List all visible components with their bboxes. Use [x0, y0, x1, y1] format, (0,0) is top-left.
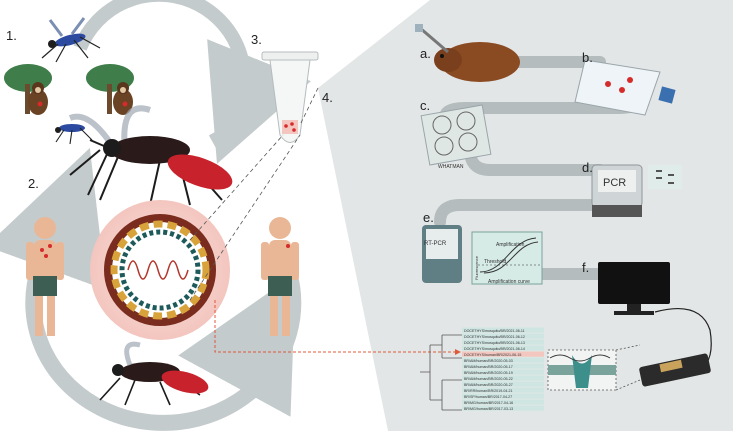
tree-label-bg: [462, 333, 544, 339]
step-1-label: 1.: [6, 28, 17, 43]
tree-label-bg: [462, 327, 544, 333]
tree-label: DOCETHYS/mosquito/BR/2021-06-11: [464, 329, 525, 333]
virus-to-sequence-arrow: [214, 300, 461, 355]
tree-label-bg: [462, 351, 544, 357]
culture-flask-icon: [574, 59, 676, 116]
tree-label: DOCETHYS/mosquito/BR/2021-06-14: [464, 347, 525, 351]
nanopore-sequencer-icon: [639, 353, 711, 387]
mosquito-infected-large-icon: [68, 105, 233, 206]
human-infected-right-icon: [261, 217, 299, 336]
tree-label: BR/MG/human/BR/2017-03-13: [464, 407, 513, 411]
sample-tube-icon: [261, 51, 319, 143]
mosquito-top-icon: [41, 17, 101, 63]
tree-label: BR/AM/human/BR/2020-05-17: [464, 365, 513, 369]
rtpcr-machine-icon: [422, 225, 462, 283]
sylvatic-cycle: [4, 0, 311, 164]
tree-label-list: DOCETHYS/mosquito/BR/2021-06-11DOCETHYS/…: [462, 327, 544, 411]
mosquito-bottom-icon: [55, 124, 93, 145]
rtpcr-label: RT-PCR: [424, 241, 447, 247]
amplification-plot: [471, 231, 543, 285]
tree-label-bg: [462, 393, 544, 399]
tree-label: DOCETHYS/mosquito/BR/2021-06-13: [464, 341, 525, 345]
curve-xlabel: Amplification curve: [488, 279, 530, 285]
pcr-label: PCR: [603, 177, 626, 189]
step-3-label: 3.: [251, 32, 262, 47]
step-a-label: a.: [420, 46, 431, 61]
tree-label-bg: [462, 369, 544, 375]
tree-label: BR/AM/human/BR/2020-05-19: [464, 371, 513, 375]
tree-label-bg: [462, 363, 544, 369]
step-c-label: c.: [420, 98, 430, 113]
tree-label-bg: [462, 405, 544, 411]
mosquito-infected-small-icon: [99, 341, 209, 406]
tree-label-bg: [462, 375, 544, 381]
step-f-label: f.: [582, 260, 589, 275]
step-e-label: e.: [423, 210, 434, 225]
step-4-label: 4.: [322, 90, 333, 105]
step-2-label: 2.: [28, 176, 39, 191]
tree-label: BR/AM/human/BR/2020-05-27: [464, 383, 513, 387]
step-b-label: b.: [582, 50, 593, 65]
projection-lines: [189, 87, 319, 301]
tree-label: BR/RR/human/BR/2019-04-21: [464, 389, 513, 393]
threshold-label: Threshold: [484, 259, 506, 265]
tree-label-bg: [462, 357, 544, 363]
tree-label-bg: [462, 387, 544, 393]
tree-label-bg: [462, 381, 544, 387]
phylogenetic-tree: [420, 334, 462, 411]
tree-label-bg: [462, 339, 544, 345]
tree-label: DOCETHYS/human/BR/2021-06-15: [464, 353, 521, 357]
tree-label: BR/SP/human/BR/2017-04-27: [464, 395, 512, 399]
human-infected-left-icon: [26, 217, 64, 336]
tree-label-bg: [462, 399, 544, 405]
tree-label: BR/AM/human/BR/2020-05-03: [464, 359, 513, 363]
amplification-label: Amplification: [496, 242, 525, 248]
virus-particle-diagram: [90, 200, 230, 340]
tree-label: DOCETHYS/mosquito/BR/2021-06-12: [464, 335, 525, 339]
step-d-label: d.: [582, 160, 593, 175]
tree-label-bg: [462, 345, 544, 351]
zoom-lines: [615, 344, 641, 391]
whatman-plate-icon: [420, 104, 492, 166]
tree-monkey-right-icon: [86, 64, 134, 115]
tree-label: BR/MG/human/BR/2017-04-16: [464, 401, 513, 405]
tree-label: BR/AM/human/BR/2020-05-22: [464, 377, 513, 381]
pcr-machine-icon: [591, 164, 682, 217]
whatman-label: WHATMAN: [438, 164, 464, 170]
nanopore-membrane-icon: [547, 349, 617, 391]
urban-cycle: [0, 147, 302, 431]
tree-monkey-left-icon: [4, 64, 52, 115]
guinea-pig-icon: [415, 24, 520, 82]
fluorescence-label: Fluorescence: [474, 255, 479, 280]
